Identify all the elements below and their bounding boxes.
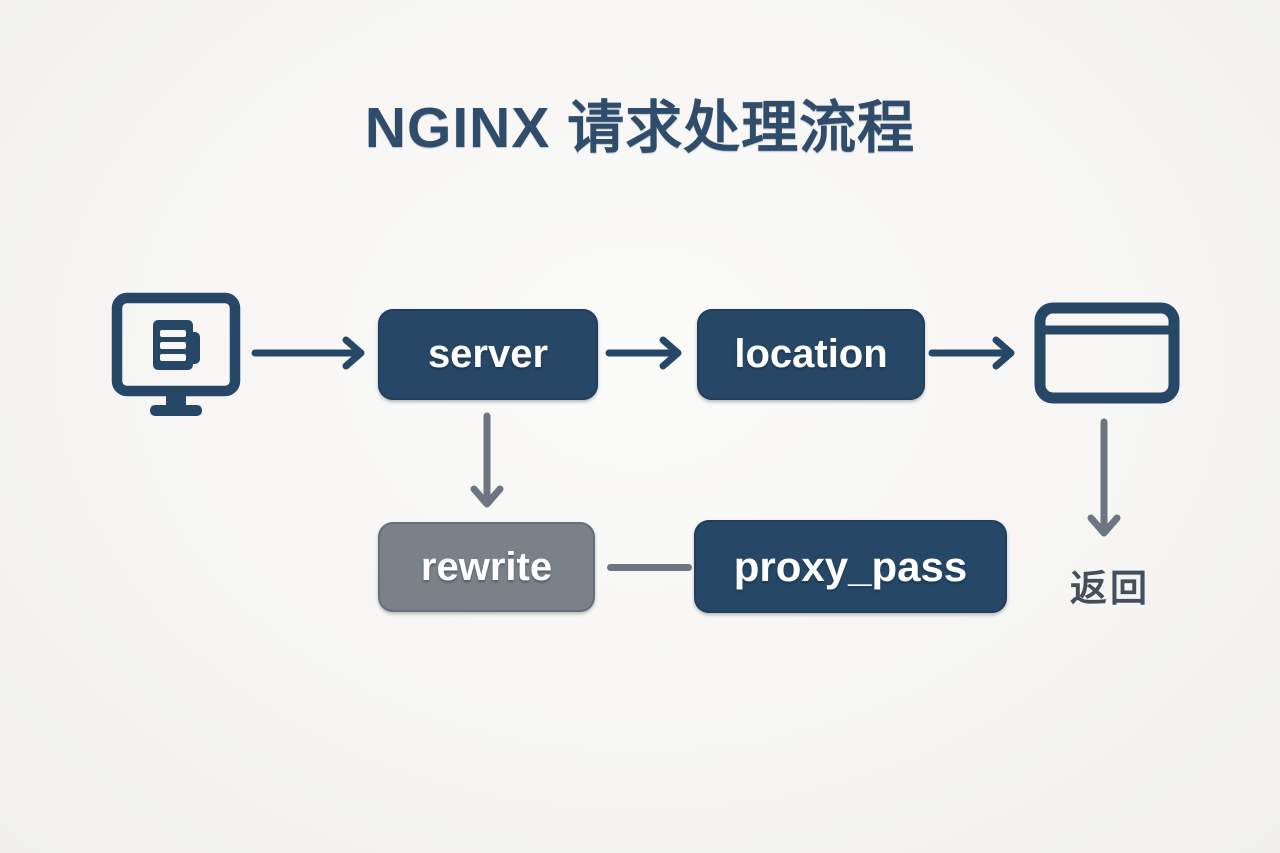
arrow-right-icon [605,336,682,370]
monitor-document-icon [111,292,241,416]
node-label: server [427,332,549,376]
diagram-title: NGINX 请求处理流程 [364,96,916,160]
flow-node-location: location [697,309,925,400]
node-label: location [734,332,888,376]
flow-node-rewrite: rewrite [378,522,595,612]
return-label: 返回 [1070,568,1150,609]
node-label: rewrite [420,544,553,589]
arrow-down-icon [1087,418,1121,537]
arrow-down-icon [470,412,504,508]
connector-line [607,564,692,571]
flow-node-server: server [378,309,598,400]
browser-window-icon [1034,302,1180,404]
arrow-right-icon [251,336,365,370]
flow-node-proxy-pass: proxy_pass [694,520,1007,613]
arrow-right-icon [928,336,1015,370]
node-label: proxy_pass [733,542,968,590]
